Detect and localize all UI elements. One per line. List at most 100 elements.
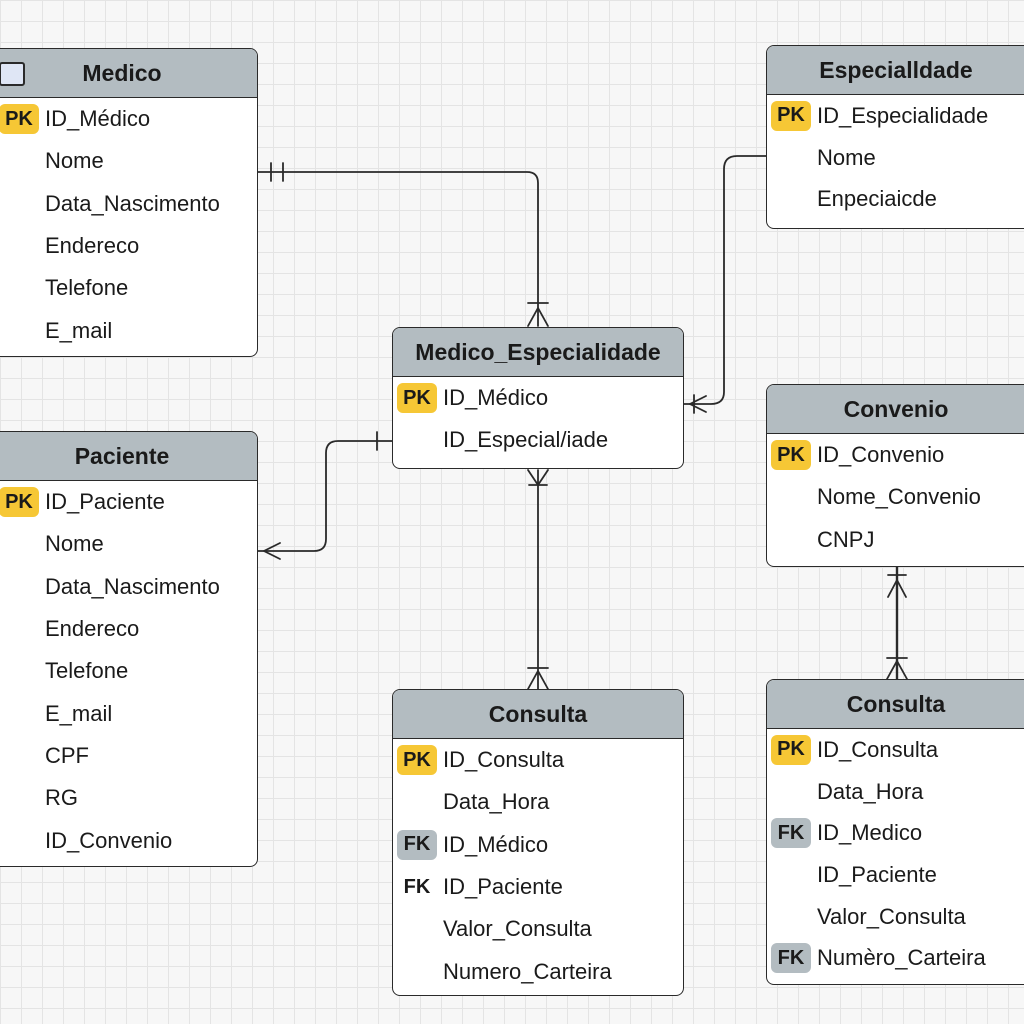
- marker-many-consulta-right: [886, 659, 908, 680]
- field-label: Valor_Consulta: [817, 903, 966, 929]
- entity-row[interactable]: Data_Nascimento: [0, 566, 257, 608]
- key-spacer: [397, 787, 437, 817]
- key-badge: FK: [771, 943, 811, 974]
- entity-row[interactable]: ID_Paciente: [767, 854, 1024, 896]
- entity-row[interactable]: Enpeciaicde: [767, 178, 1024, 220]
- entity-row[interactable]: Valor_Consulta: [393, 908, 683, 950]
- entity-row[interactable]: Nome_Convenio: [767, 476, 1024, 518]
- key-badge: FK: [397, 829, 437, 860]
- field-label: Nome_Convenio: [817, 484, 981, 510]
- entity-row[interactable]: Endereco: [0, 608, 257, 650]
- key-badge: PK: [397, 745, 437, 776]
- field-label: ID_Paciente: [817, 861, 937, 887]
- key-badge: PK: [397, 383, 437, 414]
- field-label: ID_Paciente: [443, 874, 563, 900]
- key-spacer: [771, 777, 811, 807]
- key-spacer: [771, 525, 811, 555]
- field-label: Data_Hora: [817, 778, 924, 804]
- field-label: ID_Médico: [443, 385, 549, 411]
- field-label: Endereco: [45, 616, 140, 642]
- entity-title: Convenio: [843, 395, 949, 422]
- entity-header[interactable]: Consulta: [393, 690, 683, 739]
- field-label: Data_Hora: [443, 789, 550, 815]
- entity-row[interactable]: Nome: [767, 137, 1024, 179]
- marker-many-convenio: [887, 578, 907, 598]
- field-label: Data_Nascimento: [45, 190, 220, 216]
- entity-row[interactable]: Telefone: [0, 650, 257, 692]
- key-spacer: [0, 572, 39, 602]
- field-label: Nome: [45, 531, 104, 557]
- key-spacer: [771, 482, 811, 512]
- field-label: ID_Médico: [45, 106, 151, 132]
- connector-medico-medico-especialidade: [257, 171, 539, 327]
- key-badge: PK: [771, 440, 811, 471]
- entity-header[interactable]: Especialldade: [767, 46, 1024, 95]
- field-label: ID_Médico: [443, 831, 549, 857]
- entity-row[interactable]: Nome: [0, 140, 257, 182]
- field-label: Nome: [45, 148, 104, 174]
- field-label: Valor_Consulta: [443, 916, 592, 942]
- entity-row[interactable]: E_mail: [0, 692, 257, 734]
- field-label: Telefone: [45, 658, 129, 684]
- entity-row[interactable]: CPF: [0, 735, 257, 777]
- entity-row[interactable]: CNPJ: [767, 519, 1024, 561]
- entity-row[interactable]: Endereco: [0, 225, 257, 267]
- entity-title: Especialldade: [819, 56, 973, 83]
- field-label: ID_Especial/iade: [443, 427, 609, 453]
- field-label: ID_Consulta: [817, 736, 939, 762]
- key-badge: FK: [771, 818, 811, 849]
- entity-header[interactable]: Consulta: [767, 680, 1024, 729]
- entity-row[interactable]: Data_Hora: [767, 771, 1024, 813]
- entity-title: Medico: [82, 59, 162, 86]
- entity-row[interactable]: ID_Convenio: [0, 819, 257, 861]
- field-label: Numèro_Carteira: [817, 945, 986, 971]
- field-label: CPF: [45, 742, 89, 768]
- entity-title: Medico_Especialidade: [415, 338, 661, 365]
- entity-row[interactable]: Data_Nascimento: [0, 183, 257, 225]
- key-spacer: [771, 184, 811, 214]
- key-badge: PK: [771, 100, 811, 131]
- key-spacer: [0, 189, 39, 219]
- entity-header[interactable]: Medico: [0, 49, 257, 98]
- entity-row[interactable]: Numero_Carteira: [393, 950, 683, 992]
- connector-medico-especialidade-paciente: [257, 440, 393, 552]
- entity-row[interactable]: E_mail: [0, 309, 257, 351]
- connector-especialidade-medico-especialidade: [683, 155, 767, 405]
- key-spacer: [0, 656, 39, 686]
- entity-row[interactable]: RG: [0, 777, 257, 819]
- entity-header[interactable]: Convenio: [767, 385, 1024, 434]
- entity-row[interactable]: Nome: [0, 523, 257, 565]
- marker-many-paciente: [261, 542, 281, 560]
- field-label: Numero_Carteira: [443, 958, 612, 984]
- key-spacer: [0, 783, 39, 813]
- entity-row[interactable]: ID_Especial/iade: [393, 419, 683, 461]
- key-spacer: [0, 741, 39, 771]
- key-badge: PK: [0, 487, 39, 518]
- entity-row[interactable]: Valor_Consulta: [767, 896, 1024, 938]
- entity-row[interactable]: Data_Hora: [393, 781, 683, 823]
- key-spacer: [0, 146, 39, 176]
- entity-header[interactable]: Paciente: [0, 432, 257, 481]
- entity-row[interactable]: Telefone: [0, 267, 257, 309]
- entity-header[interactable]: Medico_Especialidade: [393, 328, 683, 377]
